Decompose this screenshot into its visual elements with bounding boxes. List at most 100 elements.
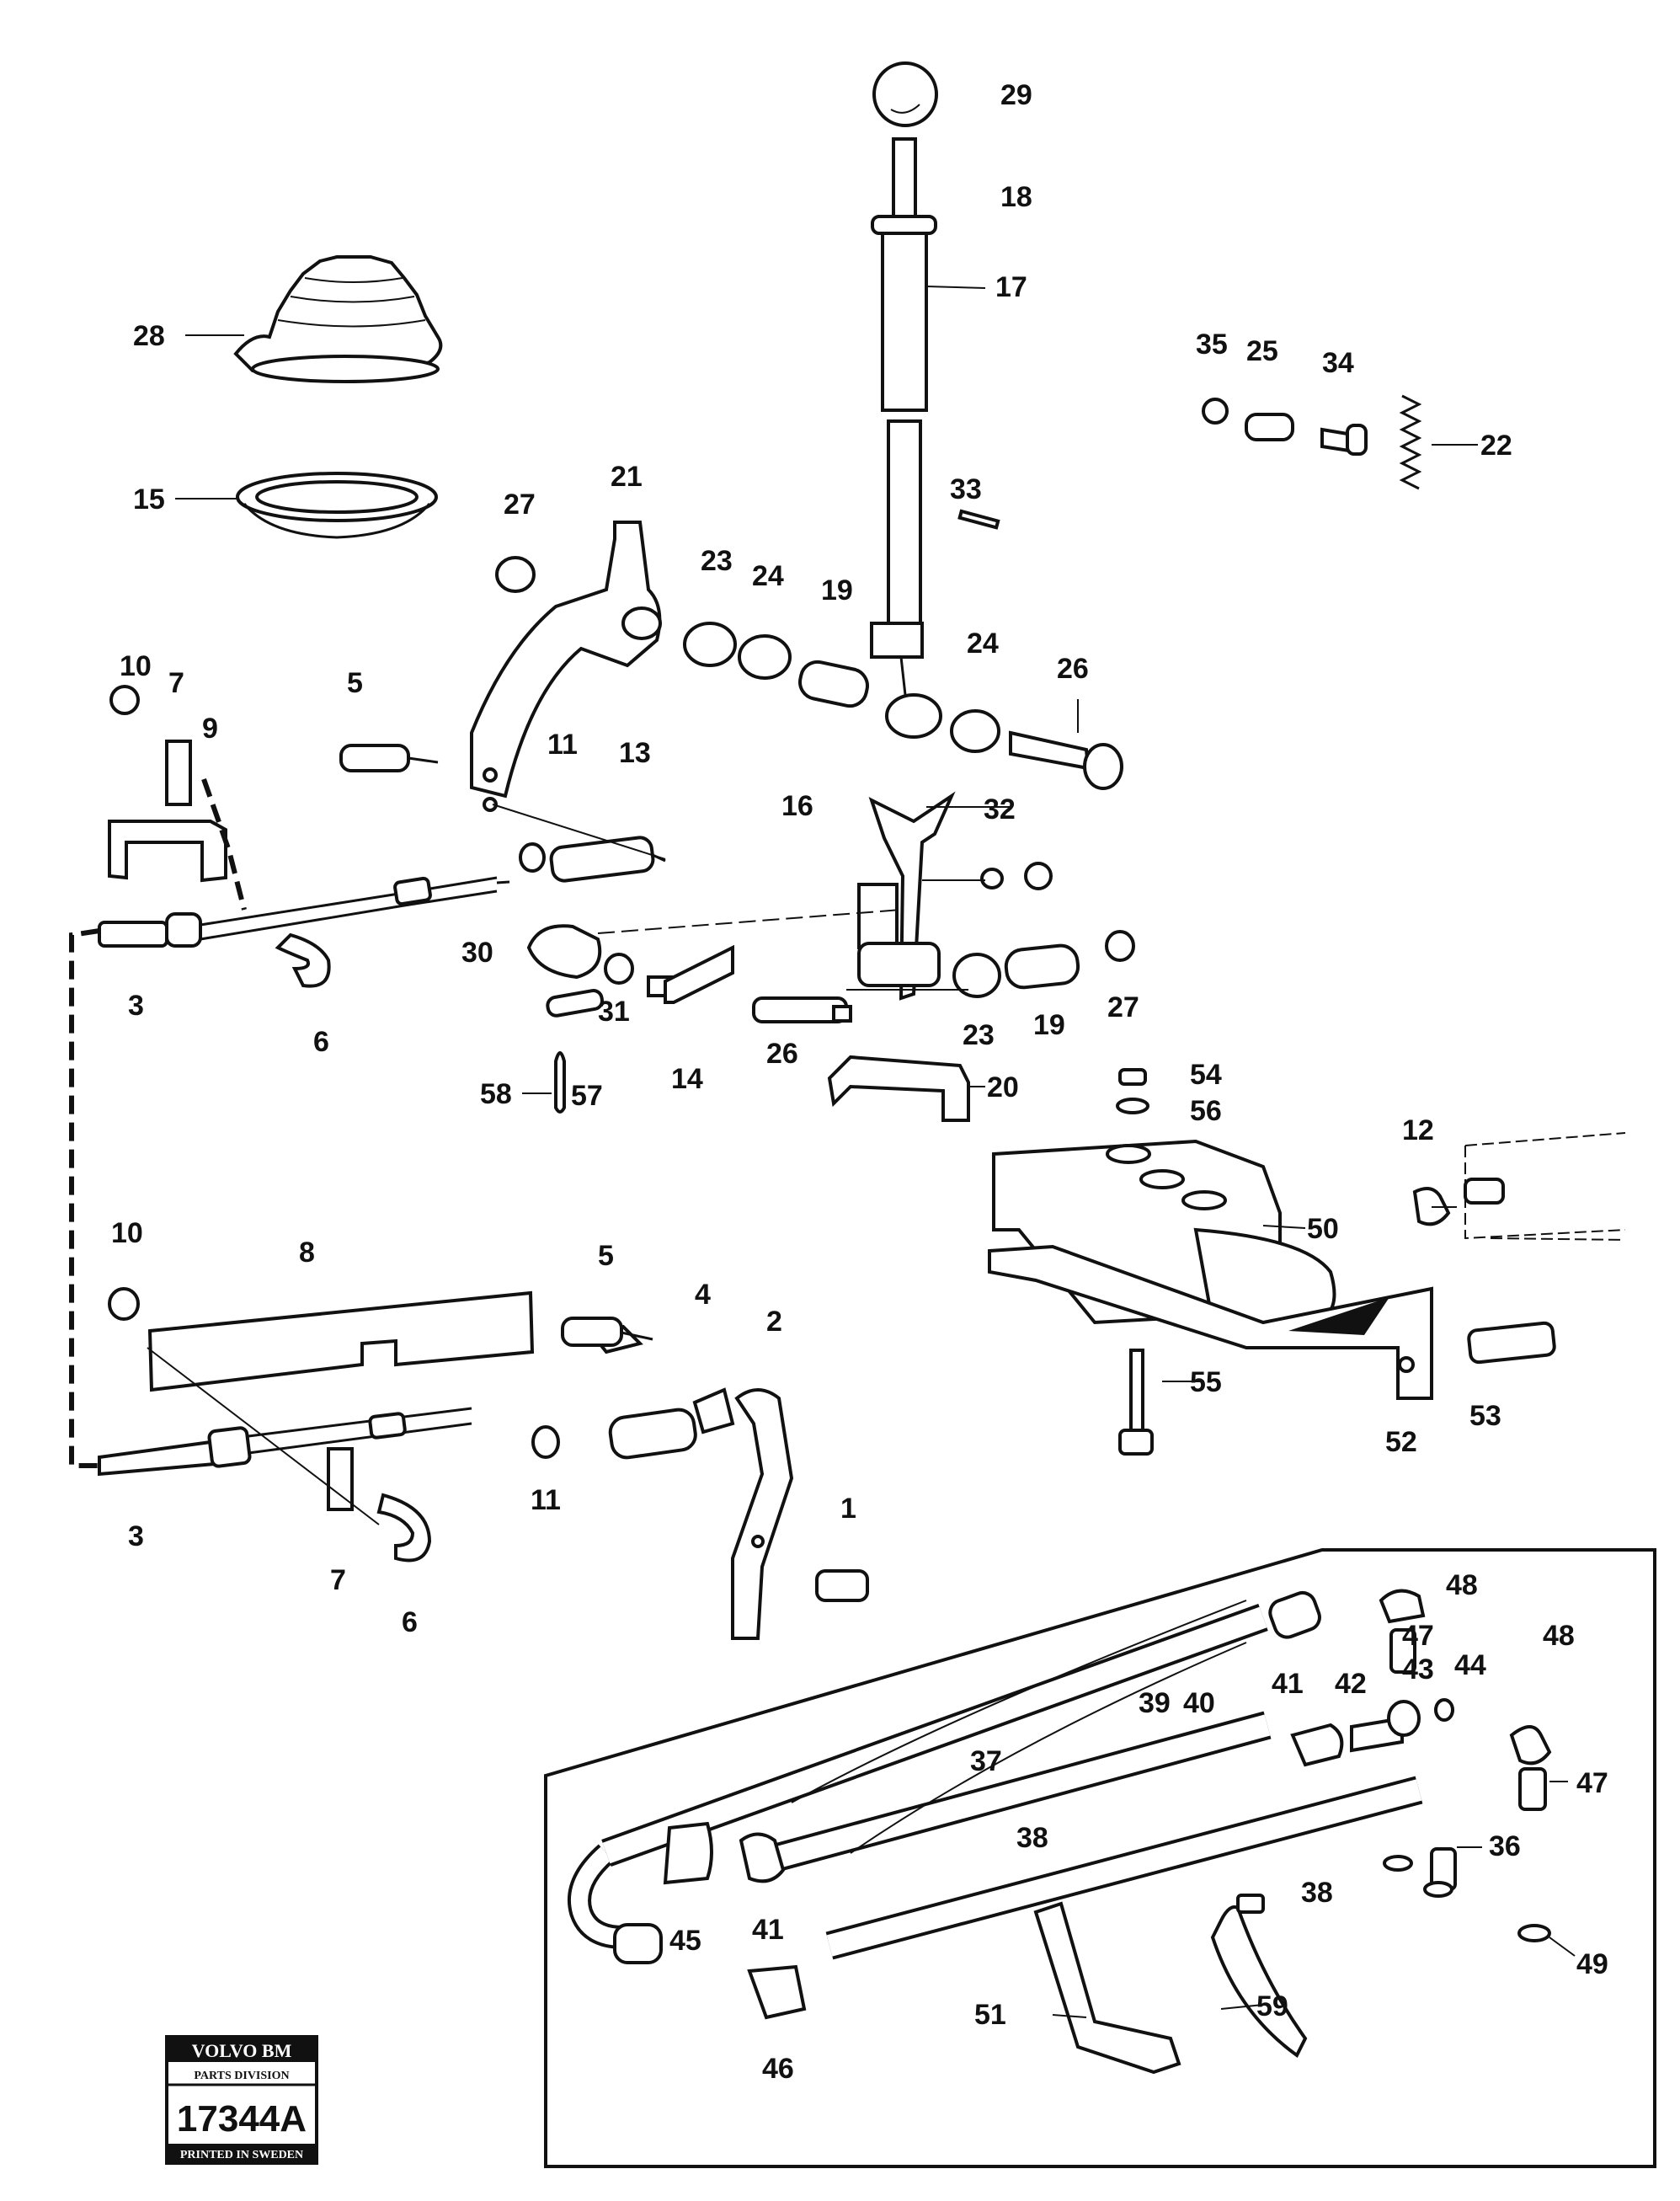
callout-52: 52: [1385, 1426, 1417, 1458]
callout-5b: 5: [598, 1240, 614, 1272]
callout-19b: 19: [1033, 1009, 1065, 1041]
callout-48b: 48: [1543, 1620, 1575, 1652]
clamp-bracket: [827, 1055, 970, 1122]
hydraulic-valve-block: [988, 1068, 1626, 1456]
callout-23: 23: [701, 545, 733, 577]
callout-23b: 23: [963, 1019, 995, 1051]
callout-27b: 27: [1107, 991, 1139, 1023]
callout-7: 7: [168, 667, 184, 699]
lower-bracket-group: [69, 928, 869, 1640]
callout-30: 30: [461, 937, 493, 969]
spring-assembly: [1202, 394, 1422, 490]
callout-53: 53: [1469, 1400, 1501, 1432]
valve-bolt-53: [1467, 1321, 1556, 1365]
volvo-bm-stamp: VOLVO BM PARTS DIVISION 17344A PRINTED I…: [165, 2035, 318, 2165]
hose-kit-border: [544, 1548, 1656, 2168]
leader-lines: [175, 286, 1576, 2018]
hose-clamp-59: [1210, 1905, 1308, 2058]
callout-39: 39: [1139, 1687, 1171, 1719]
callout-6: 6: [313, 1026, 329, 1058]
callout-50: 50: [1307, 1213, 1339, 1245]
callout-5: 5: [347, 667, 363, 699]
callout-56: 56: [1190, 1095, 1222, 1127]
callout-33: 33: [950, 473, 982, 505]
callout-6b: 6: [402, 1606, 418, 1638]
lever-washer: [871, 215, 937, 235]
callout-1: 1: [840, 1493, 856, 1525]
callout-4: 4: [695, 1279, 711, 1311]
callout-57: 57: [571, 1080, 603, 1112]
callout-58: 58: [480, 1078, 512, 1110]
callout-36: 36: [1489, 1830, 1521, 1862]
stamp-division: PARTS DIVISION: [194, 2070, 289, 2082]
spring-coil: [1399, 394, 1422, 490]
lever-upper-tube: [881, 232, 928, 412]
callout-24: 24: [752, 560, 784, 592]
callout-41b: 41: [752, 1914, 784, 1946]
callout-26b: 26: [766, 1038, 798, 1070]
upper-cable: [98, 804, 666, 988]
callout-22: 22: [1480, 430, 1512, 462]
callout-46: 46: [762, 2053, 794, 2085]
callout-14: 14: [671, 1063, 703, 1095]
stamp-footer: PRINTED IN SWEDEN: [180, 2149, 303, 2161]
lever-lower-tube: [887, 419, 922, 650]
callout-15: 15: [133, 483, 165, 516]
callout-43: 43: [1402, 1653, 1434, 1685]
callout-9: 9: [202, 713, 218, 745]
callout-26: 26: [1057, 653, 1089, 685]
callout-51: 51: [974, 1999, 1006, 2031]
callout-45: 45: [669, 1925, 701, 1957]
callout-10: 10: [120, 650, 152, 682]
callout-17: 17: [995, 271, 1027, 303]
callout-numbers: 2 9 1 8 17 28 35 25 3 4 22 15 21 27 33 23 2…: [111, 79, 1608, 2085]
stamp-number: 17344A: [177, 2098, 307, 2140]
valve-mounting-plate: [988, 1244, 1433, 1400]
gear-lever-assembly: [870, 61, 942, 739]
lower-lever-arm: [731, 1388, 794, 1640]
u-bolt-upper: [275, 932, 331, 988]
lever-pivot-eye: [885, 693, 942, 739]
callout-13: 13: [619, 737, 651, 769]
u-bolt-lower: [376, 1493, 432, 1563]
callout-11b: 11: [531, 1484, 561, 1516]
stamp-brand: VOLVO BM: [192, 2040, 292, 2061]
callout-10b: 10: [111, 1217, 143, 1249]
callout-40: 40: [1183, 1687, 1215, 1719]
callout-41: 41: [1272, 1668, 1304, 1700]
callout-38: 38: [1016, 1822, 1048, 1854]
lever-knob: [872, 61, 938, 127]
callout-28: 28: [133, 320, 165, 352]
callout-7b: 7: [330, 1564, 346, 1596]
callout-20: 20: [987, 1071, 1019, 1103]
callout-48: 48: [1446, 1569, 1478, 1601]
callout-37: 37: [970, 1745, 1002, 1777]
callout-2: 2: [766, 1306, 782, 1338]
callout-19: 19: [821, 574, 853, 606]
hose-bracket-51: [1033, 1901, 1181, 2075]
lever-rod: [892, 137, 917, 218]
callout-49: 49: [1576, 1948, 1608, 1980]
callout-47b: 47: [1576, 1767, 1608, 1799]
callout-55: 55: [1190, 1366, 1222, 1398]
callout-35: 35: [1196, 329, 1228, 361]
callout-42: 42: [1335, 1668, 1367, 1700]
callout-21: 21: [611, 461, 643, 493]
callout-3b: 3: [128, 1520, 144, 1552]
rubber-boot: [233, 255, 443, 383]
valve-bolt-55: [1129, 1349, 1144, 1436]
callout-25: 25: [1246, 335, 1278, 367]
upper-shaft-parts: [495, 509, 1123, 790]
callout-32: 32: [984, 793, 1016, 825]
ball-joint-link: [526, 909, 902, 1114]
callout-12: 12: [1402, 1114, 1434, 1146]
callout-8: 8: [299, 1237, 315, 1269]
callout-38b: 38: [1301, 1877, 1333, 1909]
hose-kit-panel: [544, 1548, 1656, 2168]
callout-44: 44: [1454, 1649, 1486, 1681]
callout-24b: 24: [967, 628, 999, 660]
callout-47: 47: [1402, 1620, 1434, 1652]
lower-lever-bolt: [815, 1569, 869, 1602]
